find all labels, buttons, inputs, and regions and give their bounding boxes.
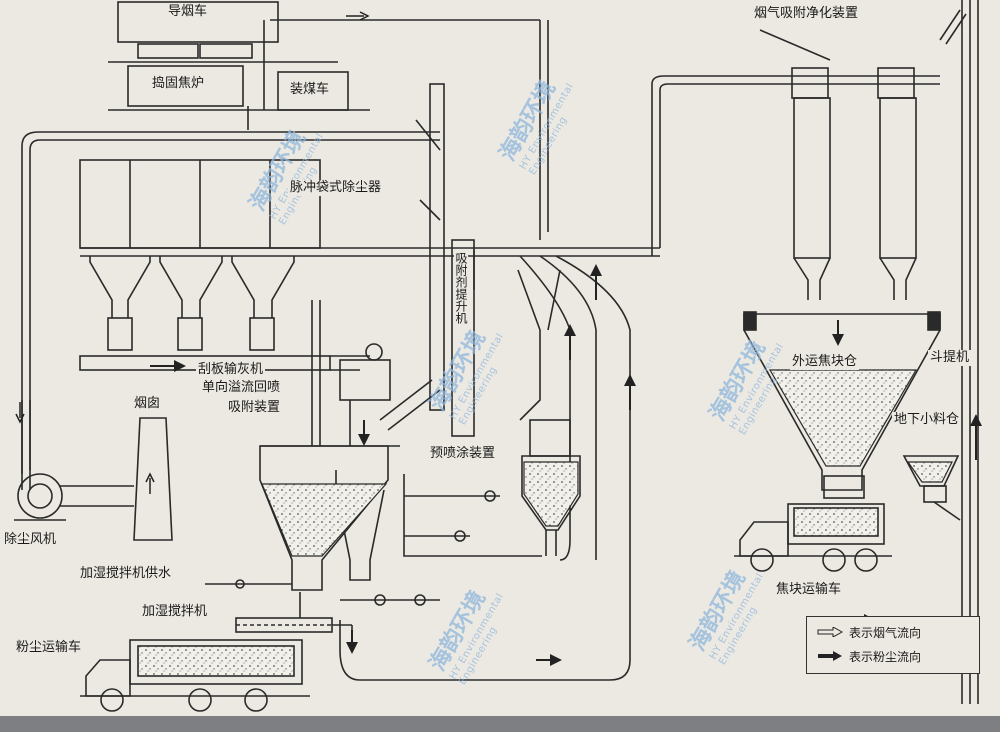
- legend: 表示烟气流向 表示粉尘流向: [806, 616, 980, 674]
- legend-fume-label: 表示烟气流向: [849, 625, 922, 640]
- label-coal-car: 装煤车: [288, 82, 332, 98]
- bottom-bar: [0, 716, 1000, 732]
- label-adsorbent-elevator: 吸附剂提升机: [454, 250, 468, 326]
- coke-truck-drawing: [734, 503, 892, 572]
- reflux-adsorber-drawing: [259, 300, 441, 591]
- prespray-drawing: [340, 269, 581, 606]
- coke-silo-drawing: [743, 311, 941, 499]
- adsorbent-elevator-drawing: [415, 83, 475, 437]
- material-fills: [261, 369, 953, 557]
- label-fan: 除尘风机: [2, 532, 59, 548]
- label-guide-car: 导烟车: [166, 4, 210, 20]
- diagram-drawing: [14, 0, 982, 712]
- label-humidifier: 加湿搅拌机: [140, 604, 210, 620]
- label-humidifier-water: 加湿搅拌机供水: [78, 566, 174, 582]
- hollow-arrow-icon: [817, 627, 843, 637]
- label-prespray: 预喷涂装置: [428, 446, 498, 462]
- solid-arrow-icon: [818, 651, 842, 661]
- label-coke-silo: 外运焦块仓: [790, 354, 860, 370]
- label-underground-bin: 地下小料仓: [892, 412, 962, 428]
- dust-truck-drawing: [80, 639, 310, 712]
- coke-oven-drawing: [108, 1, 549, 240]
- label-chimney: 烟囱: [132, 396, 163, 412]
- label-bag-filter: 脉冲袋式除尘器: [288, 180, 384, 196]
- flow-arrows: [150, 264, 982, 666]
- chimney-fan-drawing: [14, 400, 173, 541]
- legend-dust-row: 表示粉尘流向: [817, 647, 921, 665]
- label-reflux-adsorber-1: 单向溢流回喷: [200, 380, 283, 396]
- label-dust-truck: 粉尘运输车: [14, 640, 84, 656]
- legend-dust-label: 表示粉尘流向: [849, 649, 922, 664]
- label-fume-purifier: 烟气吸附净化装置: [752, 6, 861, 22]
- label-scraper-conveyor: 刮板输灰机: [196, 362, 266, 378]
- label-coke-oven: 捣固焦炉: [150, 76, 207, 92]
- bag-filter-drawing: [79, 159, 370, 371]
- underground-bin-drawing: [902, 455, 961, 521]
- humidifier-drawing: [205, 579, 353, 648]
- trucks: [80, 503, 892, 712]
- legend-fume-row: 表示烟气流向: [817, 623, 921, 641]
- label-reflux-adsorber-2: 吸附装置: [226, 400, 283, 416]
- label-coke-truck: 焦块运输车: [774, 582, 844, 598]
- main-duct: [21, 75, 940, 490]
- purifier-towers-drawing: [759, 9, 967, 300]
- label-bucket-elevator: 斗提机: [928, 350, 972, 366]
